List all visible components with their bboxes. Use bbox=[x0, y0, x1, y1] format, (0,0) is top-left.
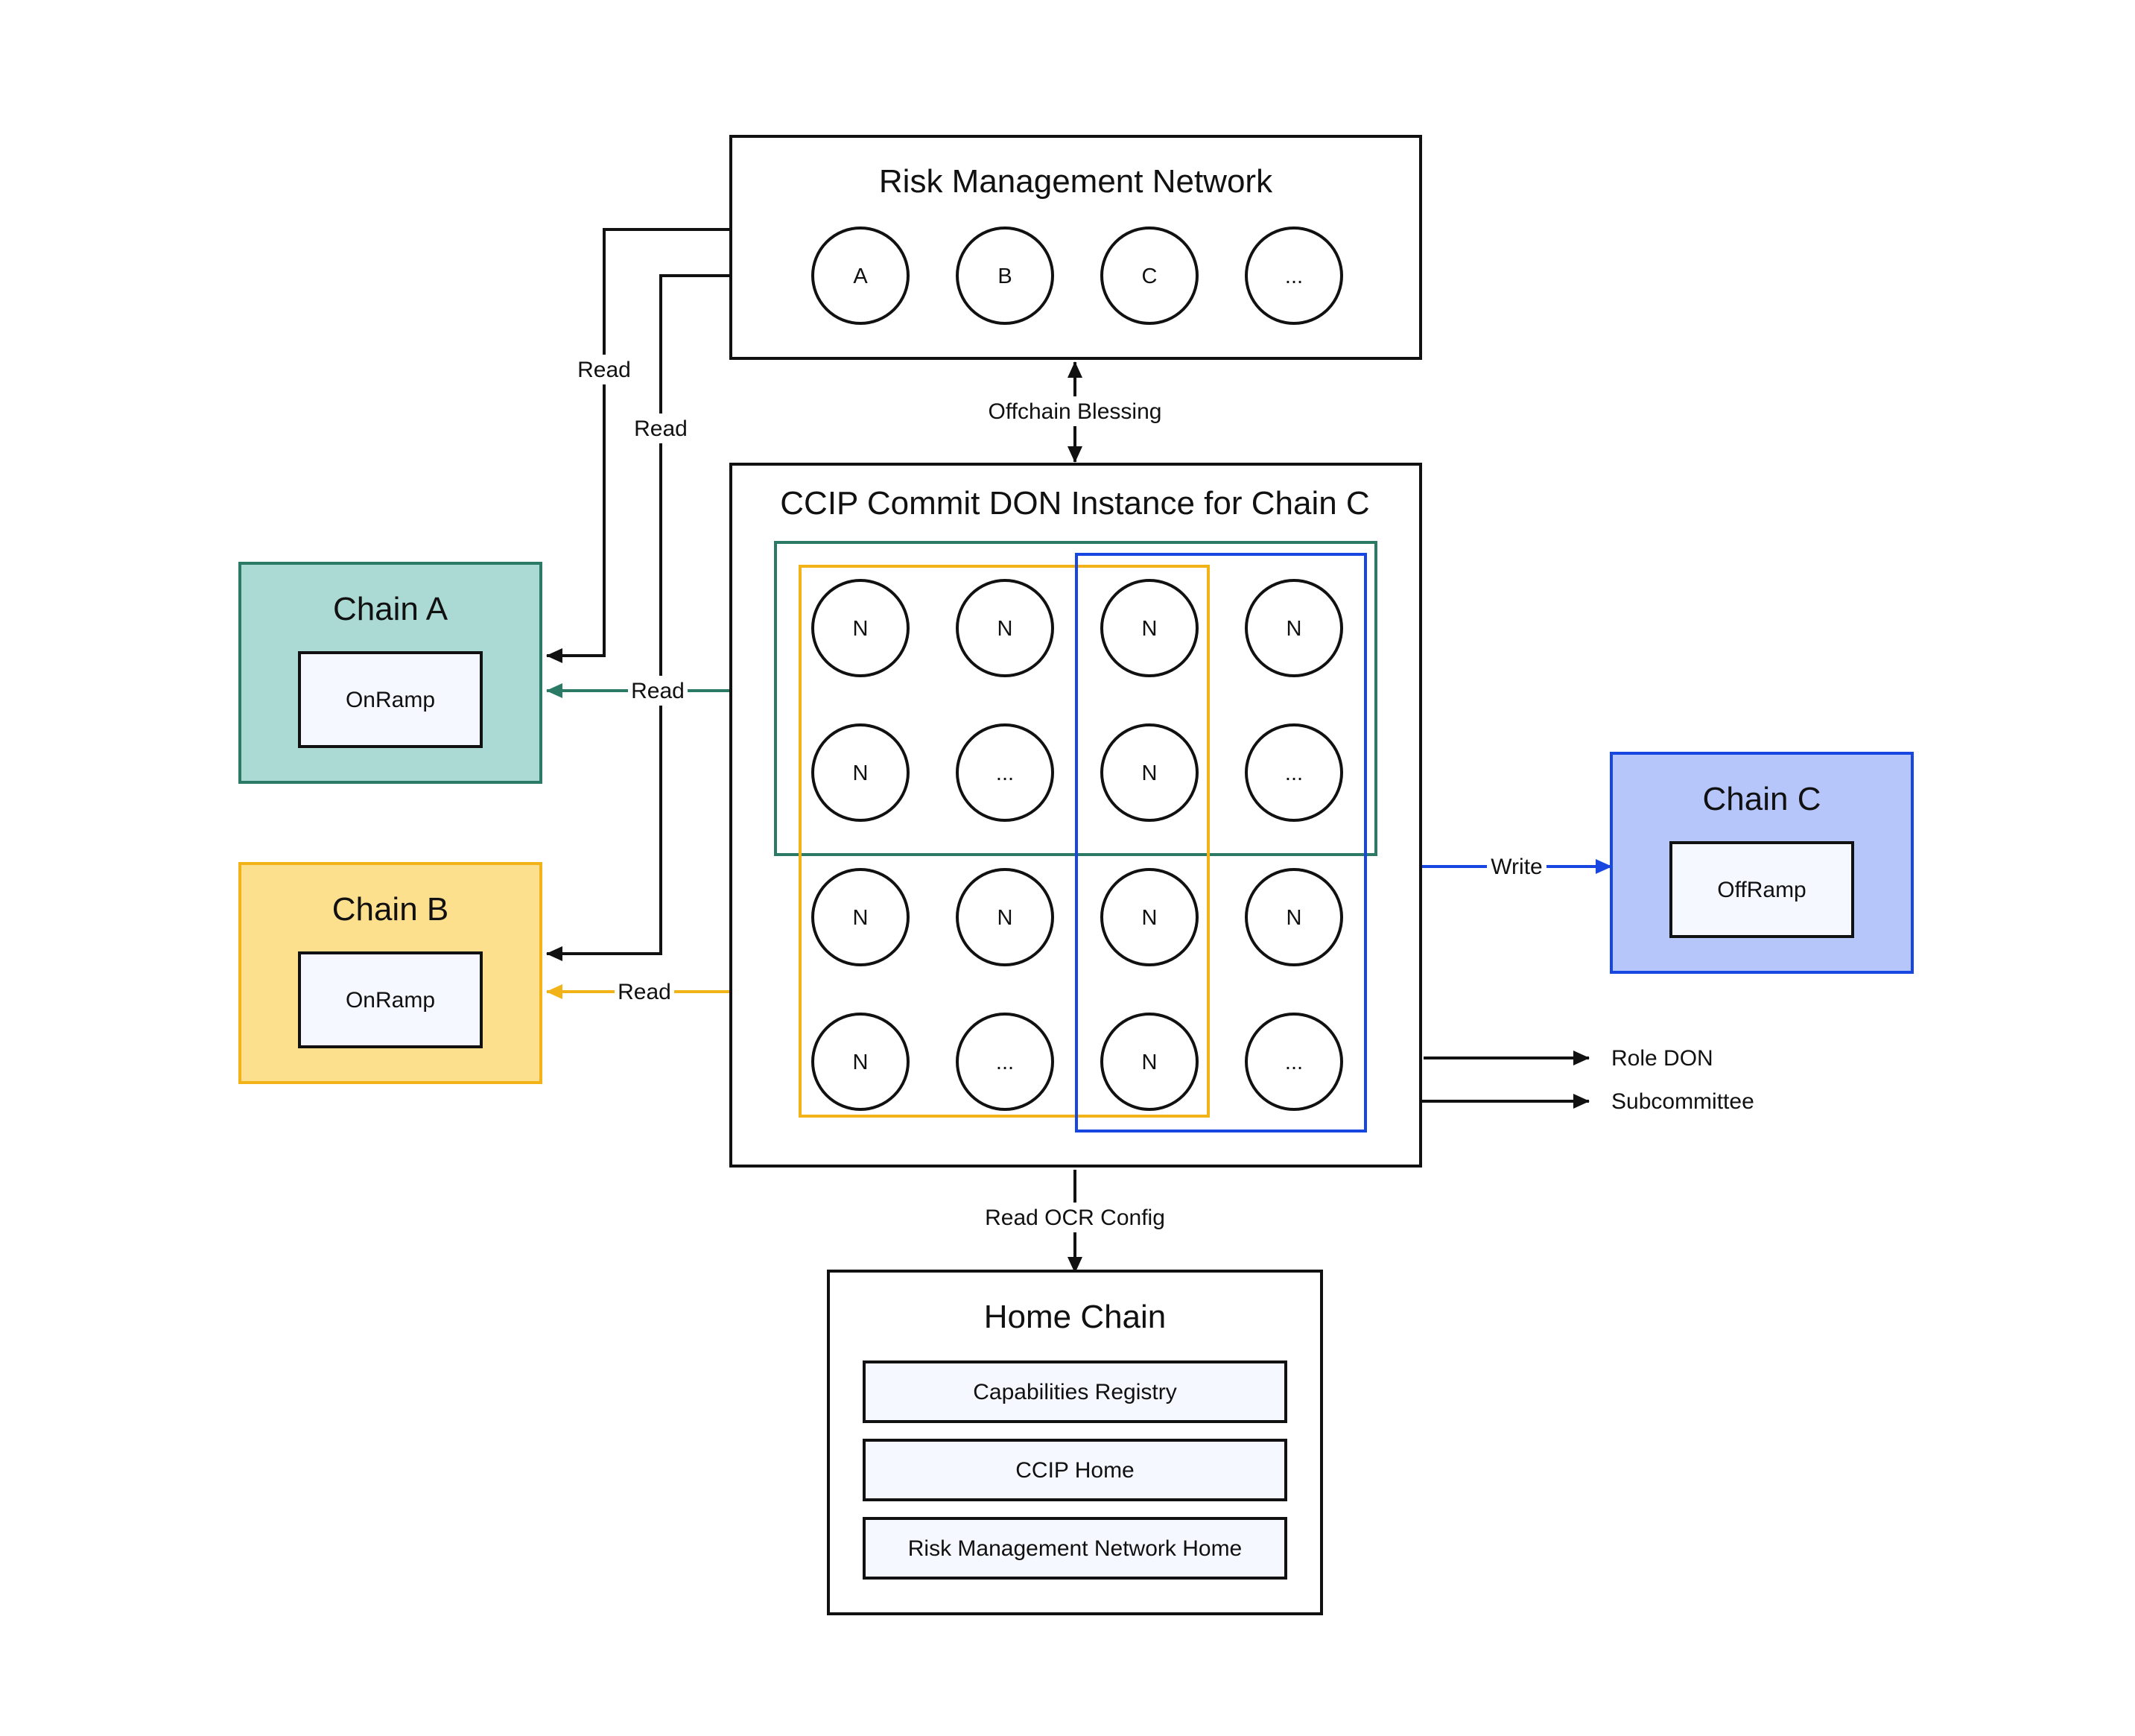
chain-a-box: Chain A OnRamp bbox=[238, 562, 542, 784]
rmn-node-label: B bbox=[997, 264, 1012, 288]
don-node: N bbox=[1100, 868, 1199, 966]
label-read-don-b: Read bbox=[618, 980, 671, 1004]
legend-subcommittee: Subcommittee bbox=[1611, 1089, 1754, 1114]
home-item-rmn-home: Risk Management Network Home bbox=[908, 1536, 1243, 1561]
don-node: N bbox=[1100, 723, 1199, 822]
legend-role-don: Role DON bbox=[1611, 1046, 1713, 1071]
subcommittee-yellow bbox=[799, 565, 1210, 1118]
label-write-c: Write bbox=[1491, 855, 1542, 879]
rmn-box: Risk Management Network A B C... bbox=[729, 135, 1422, 360]
legend: Role DON Subcommittee bbox=[1611, 1046, 1754, 1114]
don-node-label: ... bbox=[996, 1051, 1014, 1074]
label-offchain-blessing: Offchain Blessing bbox=[989, 399, 1162, 424]
chain-b-title: Chain B bbox=[332, 891, 449, 928]
don-node-label: N bbox=[853, 906, 869, 930]
label-read-don-a: Read bbox=[631, 679, 685, 703]
rmn-node-label: ... bbox=[1285, 264, 1303, 288]
subcommittee-blue bbox=[1075, 553, 1367, 1132]
don-node: N bbox=[1100, 1013, 1199, 1111]
rmn-node: A bbox=[811, 226, 910, 325]
rmn-node: C bbox=[1100, 226, 1199, 325]
edge-label-backgrounds bbox=[574, 355, 1546, 1232]
home-chain-title: Home Chain bbox=[984, 1299, 1167, 1335]
don-node-label: N bbox=[1142, 617, 1158, 641]
edge-rmn-chain-a bbox=[546, 228, 731, 663]
rmn-title: Risk Management Network bbox=[879, 163, 1273, 200]
don-node: N bbox=[1100, 579, 1199, 677]
chain-c-box: Chain C OffRamp bbox=[1610, 752, 1914, 974]
don-node: N bbox=[811, 579, 910, 677]
don-node: ... bbox=[956, 723, 1054, 822]
don-node-label: N bbox=[853, 617, 869, 641]
rmn-node: B bbox=[956, 226, 1054, 325]
rmn-node-label: C bbox=[1142, 264, 1158, 288]
don-node: N bbox=[811, 868, 910, 966]
don-node-label: ... bbox=[1285, 1051, 1303, 1074]
don-node-label: ... bbox=[996, 761, 1014, 785]
don-node: N bbox=[956, 579, 1054, 677]
don-node: ... bbox=[956, 1013, 1054, 1111]
chain-b-onramp: OnRamp bbox=[346, 988, 435, 1013]
don-node-label: N bbox=[1142, 761, 1158, 785]
don-node-label: N bbox=[1287, 617, 1302, 641]
label-read-rmn-a: Read bbox=[577, 358, 631, 382]
don-node-label: N bbox=[997, 906, 1013, 930]
don-node: N bbox=[811, 1013, 910, 1111]
don-node-label: N bbox=[1142, 906, 1158, 930]
rmn-nodes: A B C... bbox=[811, 226, 1343, 325]
don-node: N bbox=[1245, 868, 1343, 966]
don-node-label: N bbox=[997, 617, 1013, 641]
chain-a-title: Chain A bbox=[333, 591, 448, 627]
don-nodes: N N N N N... N... N N N N N... N... bbox=[811, 579, 1343, 1111]
home-item-capabilities-registry: Capabilities Registry bbox=[973, 1380, 1176, 1404]
edge-labels: Read Read Read Read Write Offchain Bless… bbox=[577, 358, 1543, 1230]
don-node-label: N bbox=[853, 1051, 869, 1074]
don-node-label: N bbox=[853, 761, 869, 785]
don-node: N bbox=[1245, 579, 1343, 677]
don-node-label: N bbox=[1142, 1051, 1158, 1074]
chain-b-box: Chain B OnRamp bbox=[238, 862, 542, 1084]
don-title: CCIP Commit DON Instance for Chain C bbox=[780, 485, 1369, 522]
home-item-ccip-home: CCIP Home bbox=[1015, 1458, 1135, 1483]
don-node: ... bbox=[1245, 1013, 1343, 1111]
don-node-label: ... bbox=[1285, 761, 1303, 785]
home-chain-box: Home Chain Capabilities Registry CCIP Ho… bbox=[827, 1270, 1323, 1615]
edge-rmn-chain-b bbox=[546, 274, 731, 961]
chain-c-offramp: OffRamp bbox=[1717, 878, 1806, 902]
chain-c-title: Chain C bbox=[1703, 781, 1821, 817]
don-node: N bbox=[811, 723, 910, 822]
don-node-label: N bbox=[1287, 906, 1302, 930]
don-node: N bbox=[956, 868, 1054, 966]
label-read-ocr-config: Read OCR Config bbox=[985, 1206, 1165, 1230]
don-node: ... bbox=[1245, 723, 1343, 822]
label-read-rmn-b: Read bbox=[634, 416, 688, 441]
rmn-node: ... bbox=[1245, 226, 1343, 325]
rmn-node-label: A bbox=[853, 264, 868, 288]
chain-a-onramp: OnRamp bbox=[346, 688, 435, 712]
